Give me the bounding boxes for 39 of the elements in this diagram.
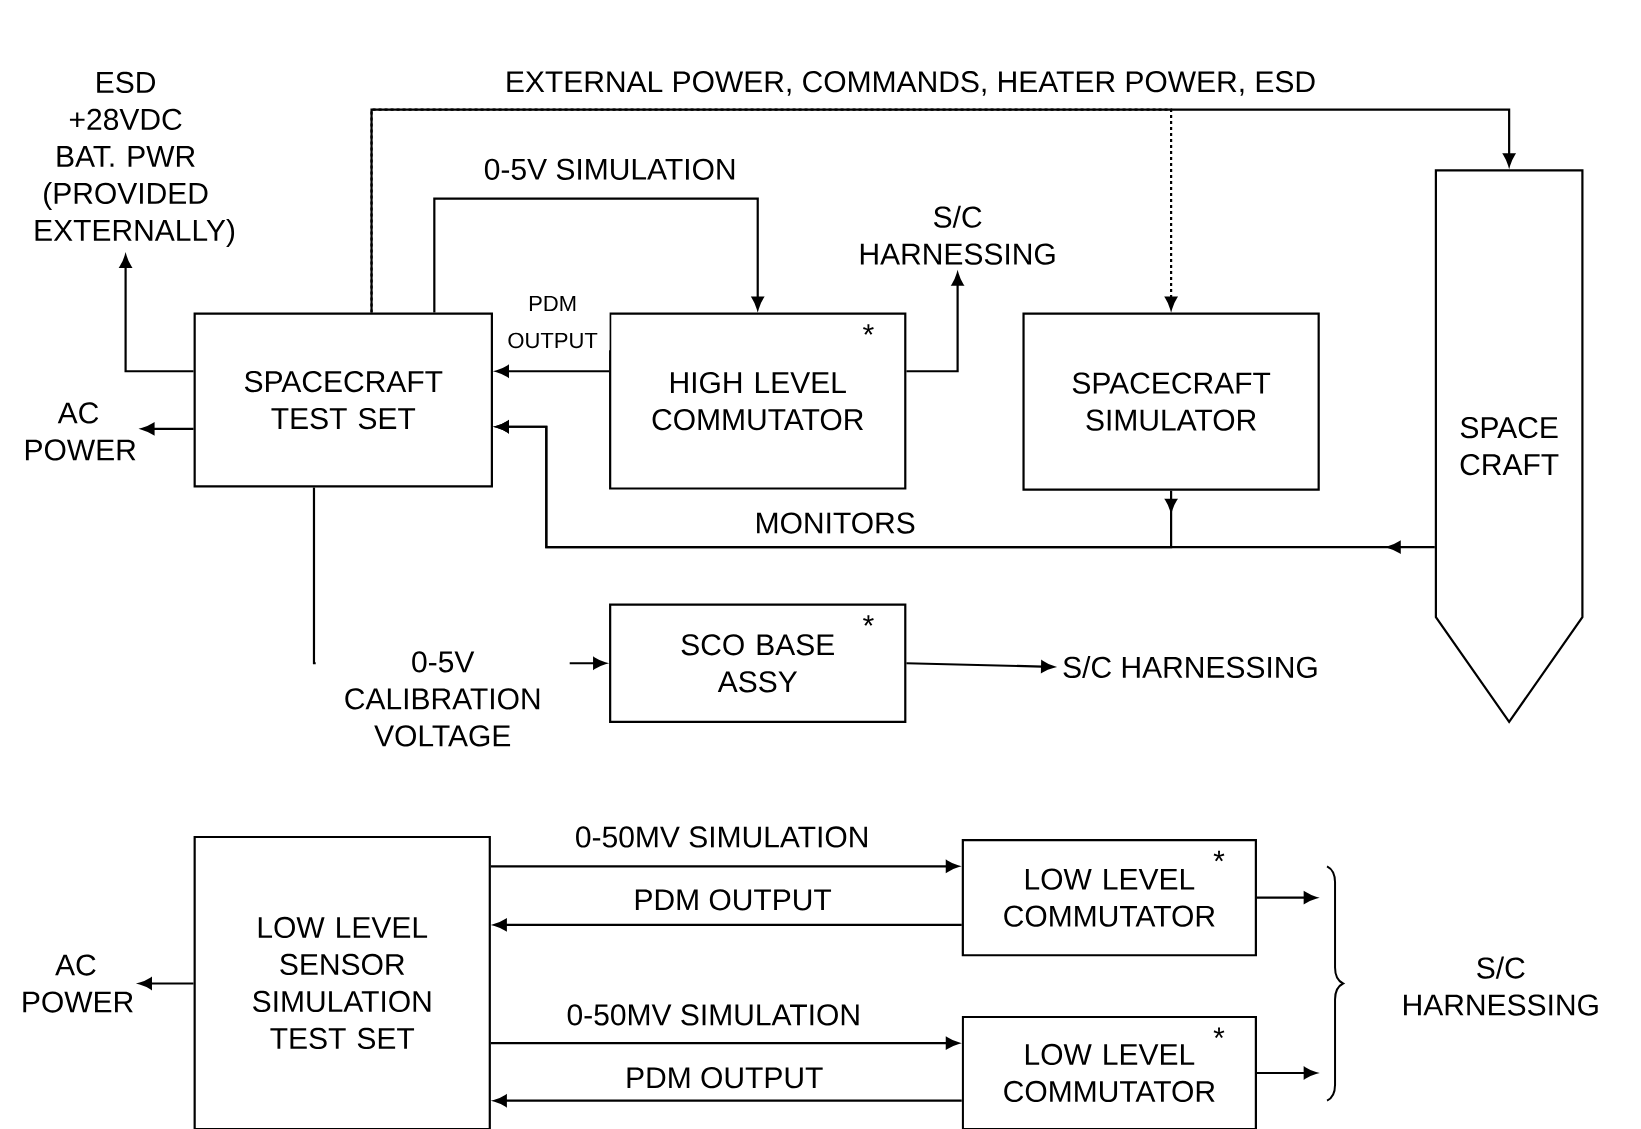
arrow [370,108,1516,313]
bracketed-label: S/C HARNESSING [1326,865,1598,1102]
arrow [1257,891,1317,904]
process-box: LOW LEVEL SENSOR SIMULATION TEST SET [193,835,491,1129]
arrow [493,918,962,931]
text-label: AC POWER [25,402,136,461]
edge-label: MONITORS [752,510,918,536]
text-label: S/C HARNESSING [1063,655,1317,678]
arrow [433,197,764,313]
edge-label: PDM OUTPUT [631,887,834,913]
arrow [490,1037,959,1050]
edge-label: 0-50MV SIMULATION [572,824,872,850]
edge-label: PDM OUTPUT [495,293,610,351]
text-label: S/C HARNESSING [860,205,1055,265]
arrow [119,254,194,373]
arrow [906,660,1055,673]
arrow [495,365,610,378]
process-box: SPACECRAFT TEST SET [193,312,493,488]
text-label: ESD +28VDC BAT. PWR (PROVIDED EXTERNALLY) [35,71,235,247]
text-label: AC POWER [23,954,133,1013]
arrow [138,977,194,990]
edge-label: 0-50MV SIMULATION [564,1002,863,1028]
arrow [495,420,1178,549]
process-box: LOW LEVEL COMMUTATOR * [961,839,1257,957]
process-box: HIGH LEVEL COMMUTATOR * [609,312,907,490]
process-box: SPACECRAFT SIMULATOR [1022,312,1320,491]
arrow [370,108,1178,313]
edge-label: EXTERNAL POWER, COMMANDS, HEATER POWER, ESD [502,69,1319,98]
edge-label: 0-5V CALIBRATION VOLTAGE [315,649,570,749]
edge-label: PDM OUTPUT [623,1065,826,1091]
arrow [906,272,964,373]
arrow [141,422,194,435]
arrow [493,1094,962,1107]
pointed-box: SPACE CRAFT [1434,169,1584,724]
edge-label: 0-5V SIMULATION [481,156,739,182]
arrow [1257,1067,1317,1079]
process-box: SCO BASE ASSY * [609,603,907,723]
process-box: LOW LEVEL COMMUTATOR * [961,1015,1257,1129]
arrow [490,860,959,873]
